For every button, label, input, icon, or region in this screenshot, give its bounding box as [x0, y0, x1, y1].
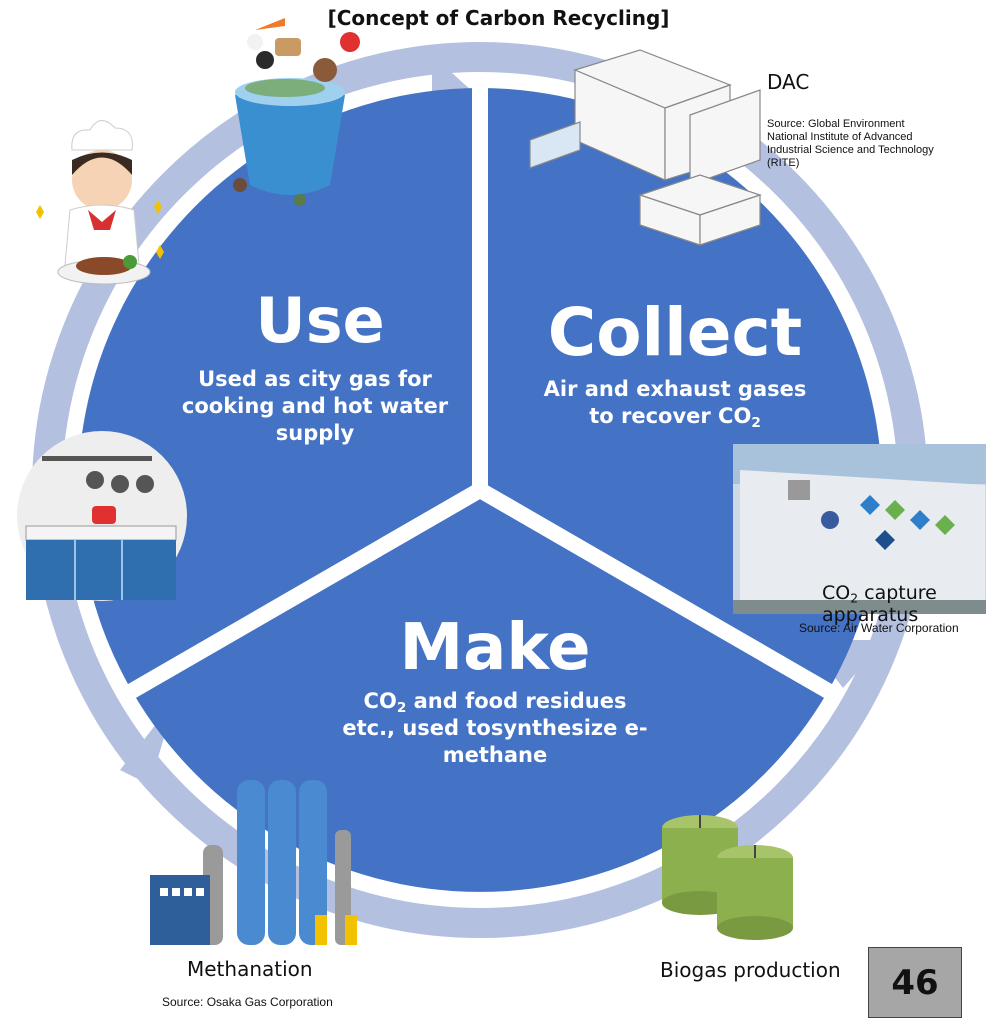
- use-description-line: cooking and hot water: [181, 394, 449, 418]
- methanation-image: [150, 780, 357, 945]
- make-heading: Make: [399, 611, 591, 685]
- co2-capture-label-line: CO2 capture: [822, 582, 937, 606]
- co2-capture-subscript: 2: [850, 591, 859, 606]
- co2-capture-text: CO: [822, 582, 851, 604]
- use-heading: Use: [255, 284, 385, 357]
- dac-source-line: Source: Global Environment: [767, 118, 905, 130]
- collect-heading: Collect: [547, 294, 803, 371]
- dac-image: [529, 49, 762, 246]
- dac-source-line: National Institute of Advanced: [767, 131, 913, 143]
- dac-source: Source: Global Environment National Inst…: [767, 118, 992, 170]
- make-description: CO2 and food residues etc., used tosynth…: [300, 688, 690, 769]
- co2-capture-label: CO2 capture apparatus: [822, 582, 937, 626]
- kitchen-image: [17, 431, 187, 601]
- use-description-line: Used as city gas for: [198, 367, 432, 391]
- make-text: and food residues: [406, 689, 627, 713]
- methanation-label: Methanation: [187, 957, 313, 981]
- make-description-line: CO2 and food residues: [300, 688, 690, 715]
- collect-description: Air and exhaust gases to recover CO2: [505, 376, 845, 430]
- make-text: CO: [363, 689, 397, 713]
- make-subscript: 2: [396, 700, 407, 717]
- make-description-line: methane: [442, 743, 548, 767]
- collect-description-line: to recover CO2: [505, 403, 845, 430]
- food-waste-bin-image: [233, 18, 360, 206]
- biogas-label: Biogas production: [660, 958, 841, 982]
- diagram-title: [Concept of Carbon Recycling]: [327, 6, 670, 30]
- co2-capture-text: capture: [858, 582, 937, 604]
- collect-subscript: 2: [751, 415, 761, 432]
- make-description-line: etc., used tosynthesize e-: [342, 716, 648, 740]
- co2-capture-source: Source: Air Water Corporation: [799, 621, 959, 635]
- collect-description-line: Air and exhaust gases: [543, 377, 807, 401]
- co2-capture-photo: [733, 444, 986, 614]
- use-description: Used as city gas for cooking and hot wat…: [150, 366, 480, 447]
- dac-label: DAC: [767, 70, 810, 94]
- dac-source-line: Industrial Science and Technology: [767, 144, 934, 156]
- collect-text: to recover CO: [589, 404, 752, 428]
- page-number: 46: [868, 947, 962, 1018]
- use-description-line: supply: [275, 421, 355, 445]
- chef-image: [36, 120, 164, 285]
- biogas-image: [662, 815, 793, 940]
- methanation-source: Source: Osaka Gas Corporation: [162, 995, 333, 1009]
- co2-capture-label-line: apparatus: [822, 604, 919, 626]
- dac-source-line: (RITE): [767, 157, 800, 169]
